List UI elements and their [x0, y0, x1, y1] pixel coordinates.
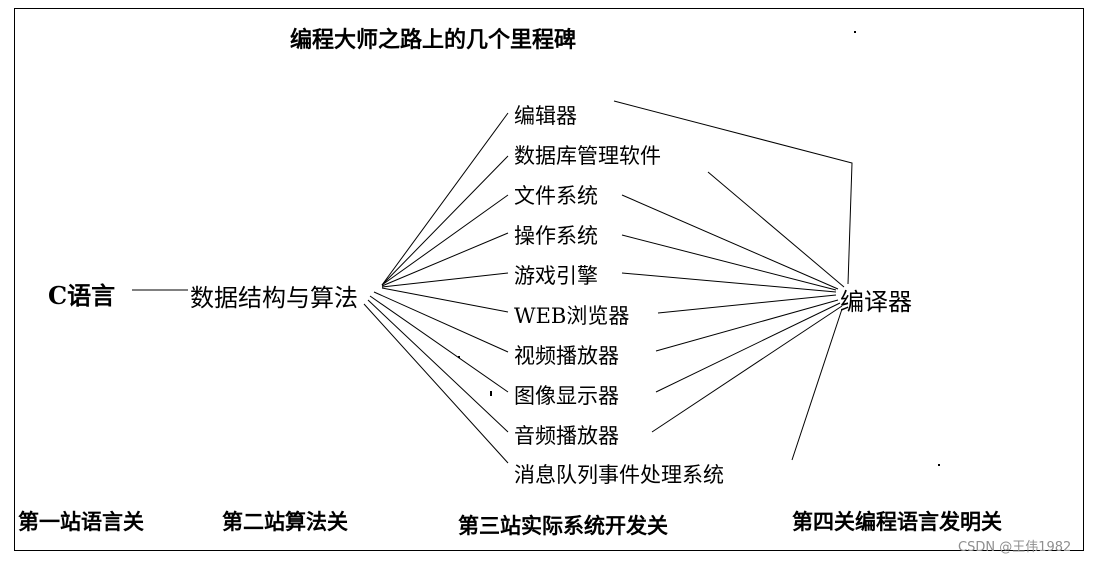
project-browser: WEB浏览器: [514, 304, 630, 328]
audio-player-to-compiler-line: [651, 305, 843, 433]
csdn-watermark: CSDN @王伟1982: [958, 540, 1072, 555]
stage-2-label: 第二站算法关: [222, 509, 348, 534]
project-to-compiler-lines: [613, 100, 853, 461]
mq-system-to-compiler-line: [791, 308, 843, 461]
editor-to-compiler-line: [613, 100, 853, 285]
browser-to-compiler-line: [657, 294, 837, 314]
dsa-to-audio-player-line: [367, 299, 509, 433]
game-engine-to-compiler-line: [621, 272, 837, 293]
dsa-to-game-engine-line: [381, 272, 509, 288]
project-mq-system: 消息队列事件处理系统: [514, 463, 724, 487]
project-database: 数据库管理软件: [514, 144, 661, 168]
filesystem-to-compiler-line: [621, 194, 839, 290]
stage-4-label: 第四关编程语言发明关: [792, 509, 1002, 534]
project-game-engine: 游戏引擎: [514, 264, 598, 288]
project-os: 操作系统: [514, 224, 598, 248]
project-editor: 编辑器: [514, 104, 577, 128]
video-player-to-compiler-line: [655, 299, 839, 352]
project-filesystem: 文件系统: [514, 184, 598, 208]
os-to-compiler-line: [621, 234, 837, 291]
dsa-to-filesystem-line: [381, 194, 509, 286]
stray-dot: [490, 391, 492, 396]
dsa-to-project-lines: [363, 112, 509, 464]
stage-1-label: 第一站语言关: [18, 509, 144, 534]
dsa-to-mq-system-line: [363, 303, 509, 464]
dsa-to-image-viewer-line: [369, 295, 509, 393]
project-video-player: 视频播放器: [514, 344, 619, 368]
stray-dot: [938, 464, 940, 466]
dsa-to-browser-line: [381, 287, 509, 313]
database-to-compiler-line: [707, 171, 845, 288]
stray-dots: [458, 31, 940, 466]
project-audio-player: 音频播放器: [514, 424, 619, 448]
c-language-node: C语言: [48, 281, 116, 310]
stage-3-label: 第三站实际系统开发关: [458, 513, 668, 538]
dsa-node: 数据结构与算法: [190, 284, 358, 312]
dsa-to-video-player-line: [373, 291, 509, 353]
image-viewer-to-compiler-line: [655, 302, 841, 393]
diagram-frame: [14, 8, 1084, 551]
dsa-to-os-line: [381, 232, 509, 287]
dsa-to-editor-line: [381, 112, 509, 286]
stray-dot: [458, 356, 460, 358]
project-image-viewer: 图像显示器: [514, 384, 619, 408]
diagram-title: 编程大师之路上的几个里程碑: [290, 27, 577, 53]
dsa-to-database-line: [381, 155, 509, 286]
stray-dot: [854, 31, 856, 33]
compiler-node: 编译器: [840, 288, 912, 316]
